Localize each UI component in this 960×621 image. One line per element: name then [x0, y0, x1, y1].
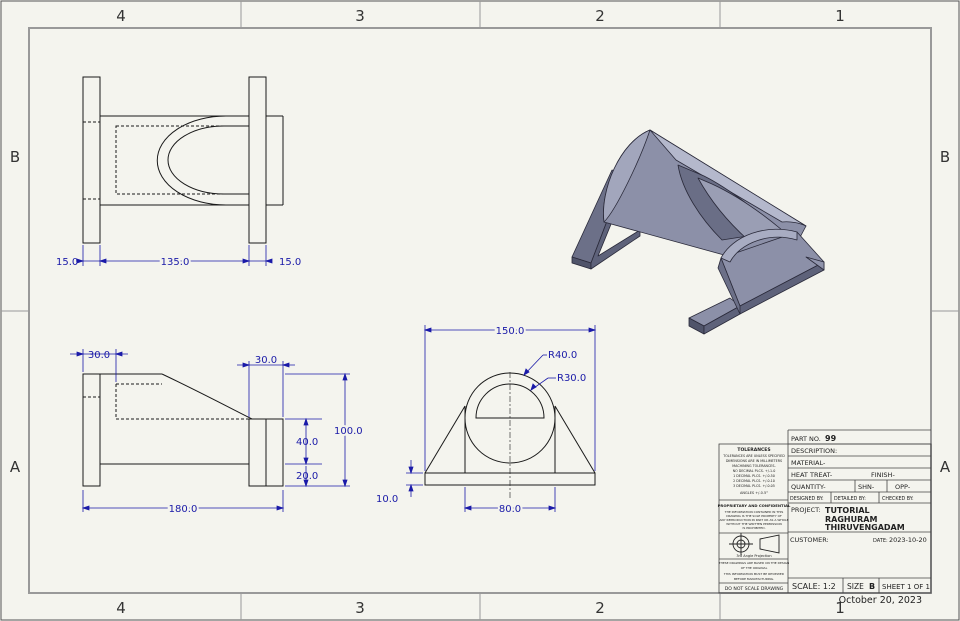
proprietary-line: ANY REPRODUCTION IN PART OR AS A WHOLE — [719, 518, 788, 522]
description-label: DESCRIPTION: — [791, 447, 837, 455]
tolerance-line: DIMENSIONS ARE IN MILLIMETERS — [726, 459, 782, 463]
dim-base-width: 80.0 — [499, 504, 521, 515]
projection-label: 3rd Angle Projection — [736, 554, 771, 558]
zone-row-right-b: B — [940, 148, 950, 166]
side-view — [424, 372, 596, 500]
scale-label: SCALE: 1:2 — [792, 582, 836, 591]
proprietary-line: THE INFORMATION CONTAINED IN THIS — [724, 510, 784, 514]
quantity-label: QUANTITY- — [791, 483, 826, 491]
dim-slot-40: 40.0 — [296, 437, 318, 448]
proprietary-title: PROPRIETARY AND CONFIDENTIAL — [718, 503, 791, 508]
project-line-3: THIRUVENGADAM — [825, 523, 905, 532]
dim-width-150: 150.0 — [496, 326, 525, 337]
dim-left-offset: 30.0 — [88, 350, 110, 361]
front-view-dimensions — [70, 349, 350, 512]
tolerance-line: NO DECIMAL PLCS. +/-1.0 — [733, 469, 776, 473]
tolerance-line: TOLERANCES ARE UNLESS SPECIFIED — [722, 454, 785, 458]
date-label: DATE: — [873, 538, 888, 544]
dim-right-flange: 15.0 — [279, 257, 301, 268]
dim-base-20: 20.0 — [296, 471, 318, 482]
shn-label: SHN- — [858, 483, 875, 491]
zone-row-right-a: A — [940, 458, 951, 476]
project-line-1: TUTORIAL — [825, 506, 870, 515]
size-value: B — [869, 582, 875, 591]
project-label: PROJECT: — [791, 506, 821, 514]
proprietary-line: WITHOUT THE WRITTEN PERMISSION — [726, 522, 781, 526]
zone-row-left-b: B — [10, 148, 20, 166]
customer-label: CUSTOMER: — [790, 536, 829, 544]
third-angle-symbol — [729, 533, 780, 555]
side-view-dimensions — [406, 325, 597, 512]
dim-length-135: 135.0 — [161, 257, 190, 268]
dim-inner-radius: R30.0 — [557, 373, 586, 384]
heat-treat-label: HEAT TREAT- — [791, 471, 833, 479]
tolerance-line: ANGLES +/-0.5° — [740, 491, 768, 495]
top-view-dimensions — [76, 245, 273, 266]
checked-by-label: CHECKED BY: — [882, 496, 914, 502]
dim-total-height: 100.0 — [334, 426, 363, 437]
tolerance-line: 1 DECIMAL PLCS. +/-0.50 — [733, 474, 775, 478]
part-no-value: 99 — [825, 434, 837, 443]
proprietary-line: IS PROHIBITED. — [742, 526, 765, 530]
notes-line: THIS INFORMATION MUST BE REVIEWED — [723, 572, 785, 576]
notes-line: BEFORE MANUFACTURING. — [734, 577, 774, 581]
zone-col-bottom-4: 4 — [116, 599, 126, 617]
tolerance-line: 3 DECIMAL PLCS. +/-0.05 — [733, 484, 775, 488]
sheet-label: SHEET 1 OF 1 — [882, 583, 930, 591]
dim-left-flange: 15.0 — [56, 257, 78, 268]
zone-col-top-2: 2 — [595, 7, 605, 25]
finish-label: FINISH- — [871, 471, 895, 479]
notes-line: OF THE ORIGINAL — [741, 566, 768, 570]
zone-col-bottom-2: 2 — [595, 599, 605, 617]
opp-label: OPP- — [895, 483, 911, 491]
dim-outer-radius: R40.0 — [548, 350, 577, 361]
dim-base-thickness: 10.0 — [376, 494, 398, 505]
project-line-2: RAGHURAM — [825, 515, 877, 524]
part-no-label: PART NO. — [791, 435, 821, 443]
isometric-view — [571, 129, 825, 335]
detailed-by-label: DETAILED BY: — [834, 496, 866, 502]
tolerances-title: TOLERANCES — [737, 447, 770, 453]
footer-date: October 20, 2023 — [839, 595, 922, 606]
zone-col-bottom-1: 1 — [835, 599, 845, 617]
zone-col-top-1: 1 — [835, 7, 845, 25]
designed-by-label: DESIGNED BY: — [790, 496, 824, 502]
top-view — [82, 76, 284, 244]
material-label: MATERIAL- — [791, 459, 826, 467]
proprietary-line: DRAWING IS THE SOLE PROPERTY OF — [726, 514, 782, 518]
tolerance-line: 2 DECIMAL PLCS. +/-0.10 — [733, 479, 775, 483]
do-not-scale-note: DO NOT SCALE DRAWING — [725, 586, 784, 592]
dim-right-offset: 30.0 — [255, 355, 277, 366]
zone-col-bottom-3: 3 — [355, 599, 365, 617]
size-label: SIZE — [847, 582, 864, 591]
title-block — [718, 429, 932, 594]
date-value: 2023-10-20 — [889, 536, 927, 544]
zone-col-top-3: 3 — [355, 7, 365, 25]
notes-line: THESE DRAWINGS ARE BASED ON THE DESIGN — [718, 561, 789, 565]
tolerance-line: MACHINING TOLERANCES- — [732, 464, 776, 468]
dim-total-length: 180.0 — [169, 504, 198, 515]
zone-row-left-a: A — [10, 458, 21, 476]
zone-col-top-4: 4 — [116, 7, 126, 25]
front-view — [82, 373, 284, 487]
